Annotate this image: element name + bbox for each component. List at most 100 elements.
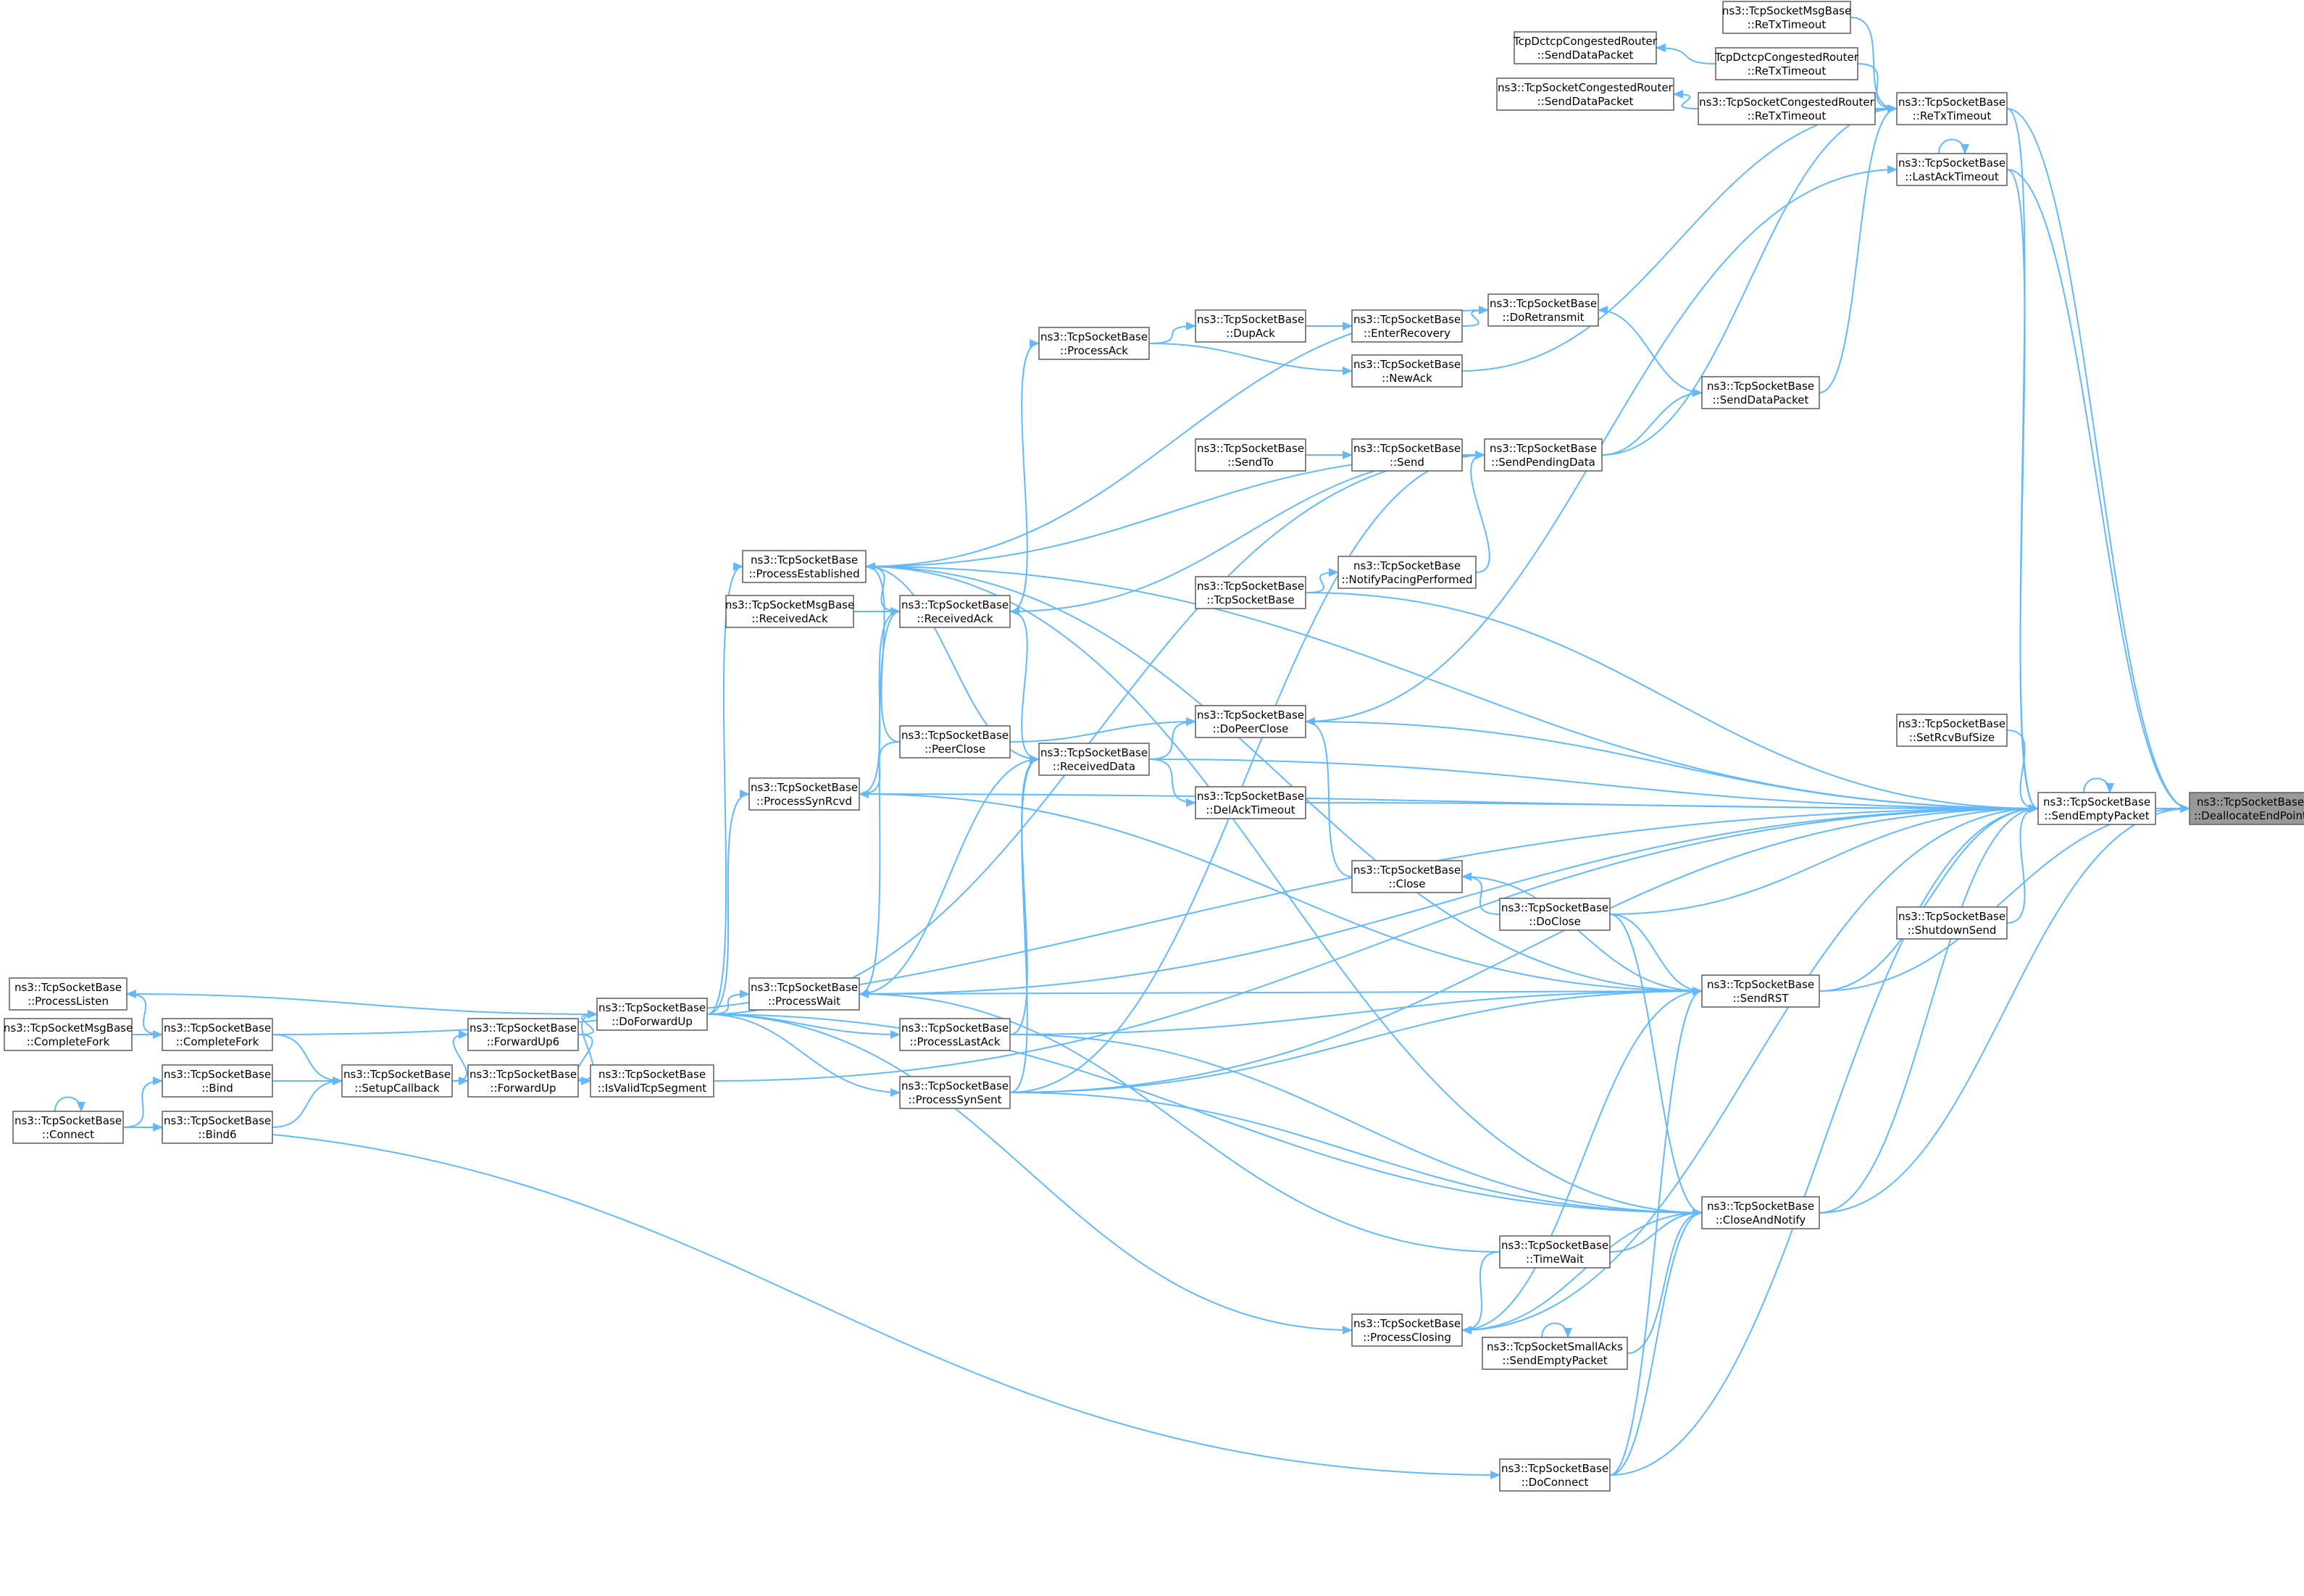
call-edge-doClose-to-close	[1461, 872, 1500, 915]
node-label-line1: ns3::TcpSocketBase	[1490, 442, 1597, 455]
node-box	[899, 1018, 1011, 1051]
call-edge-doConnect-to-closeNotify	[1609, 1208, 1703, 1476]
node-connect[interactable]: ns3::TcpSocketBase::Connect	[12, 1111, 124, 1144]
call-edge-procEst-to-sendRST	[865, 566, 1703, 995]
node-doRetx[interactable]: ns3::TcpSocketBase::DoRetransmit	[1487, 293, 1599, 327]
node-msgRetx[interactable]: ns3::TcpSocketMsgBase::ReTxTimeout	[1722, 1, 1851, 34]
node-fwdUp6[interactable]: ns3::TcpSocketBase::ForwardUp6	[467, 1018, 579, 1051]
node-box	[1351, 1313, 1463, 1347]
node-send[interactable]: ns3::TcpSocketBase::Send	[1351, 438, 1463, 472]
node-doClose[interactable]: ns3::TcpSocketBase::DoClose	[1499, 898, 1611, 931]
node-procListen[interactable]: ns3::TcpSocketBase::ProcessListen	[9, 977, 128, 1011]
node-label-line2: ::ReceivedData	[1053, 760, 1135, 773]
node-bind6[interactable]: ns3::TcpSocketBase::Bind6	[162, 1111, 273, 1144]
node-box	[2189, 792, 2304, 825]
node-shutdown[interactable]: ns3::TcpSocketBase::ShutdownSend	[1896, 906, 2008, 940]
node-label-line2: ::DupAck	[1226, 327, 1275, 340]
node-closeNotify[interactable]: ns3::TcpSocketBase::CloseAndNotify	[1701, 1196, 1820, 1229]
node-enterRec[interactable]: ns3::TcpSocketBase::EnterRecovery	[1351, 309, 1463, 343]
call-edge-procClosing-to-sendEmpty	[1461, 804, 2039, 1331]
node-label-line2: ::SendEmptyPacket	[2044, 809, 2149, 822]
node-box	[1896, 92, 2008, 125]
node-procAck[interactable]: ns3::TcpSocketBase::ProcessAck	[1038, 327, 1150, 360]
node-label-line2: ::ForwardUp6	[487, 1035, 559, 1048]
node-sendEmpty[interactable]: ns3::TcpSocketBase::SendEmptyPacket	[2037, 792, 2156, 825]
node-label-line1: ns3::TcpSocketBase	[1040, 330, 1148, 343]
node-msgRecvAck[interactable]: ns3::TcpSocketMsgBase::ReceivedAck	[725, 595, 854, 628]
node-procSynSent[interactable]: ns3::TcpSocketBase::ProcessSynSent	[899, 1076, 1011, 1109]
node-fwdUp[interactable]: ns3::TcpSocketBase::ForwardUp	[467, 1064, 579, 1098]
node-delAck[interactable]: ns3::TcpSocketBase::DelAckTimeout	[1195, 786, 1306, 819]
call-edge-isValid-to-sendEmpty	[713, 804, 2039, 1082]
node-label-line2: ::DoConnect	[1522, 1476, 1589, 1489]
node-box	[1487, 293, 1599, 327]
node-label-line1: ns3::TcpSocketBase	[1197, 790, 1304, 803]
node-notifyPacing[interactable]: ns3::TcpSocketBase::NotifyPacingPerforme…	[1337, 556, 1477, 589]
node-peerClose[interactable]: ns3::TcpSocketBase::PeerClose	[899, 725, 1011, 759]
node-lastAck[interactable]: ns3::TcpSocketBase::LastAckTimeout	[1896, 153, 2008, 186]
call-edge-completeFork-to-setupCb	[272, 1034, 343, 1085]
node-smallAcks[interactable]: ns3::TcpSocketSmallAcks::SendEmptyPacket	[1482, 1337, 1628, 1370]
node-procEst[interactable]: ns3::TcpSocketBase::ProcessEstablished	[742, 550, 867, 583]
node-sendTo[interactable]: ns3::TcpSocketBase::SendTo	[1195, 438, 1306, 472]
call-edge-fwdUp6-to-doFwdUp	[577, 1010, 598, 1035]
node-label-line2: ::DeallocateEndPoint	[2194, 809, 2304, 822]
node-setupCb[interactable]: ns3::TcpSocketBase::SetupCallback	[341, 1064, 453, 1098]
node-dealloc[interactable]: ns3::TcpSocketBase::DeallocateEndPoint	[2189, 792, 2304, 825]
node-label-line1: ns3::TcpSocketBase	[751, 553, 858, 567]
node-close[interactable]: ns3::TcpSocketBase::Close	[1351, 860, 1463, 893]
node-timeWait[interactable]: ns3::TcpSocketBase::TimeWait	[1499, 1235, 1611, 1269]
node-label-line2: ::CompleteFork	[176, 1035, 259, 1048]
node-label-line1: ns3::TcpSocketCongestedRouter	[1498, 81, 1673, 94]
node-setRcv[interactable]: ns3::TcpSocketBase::SetRcvBufSize	[1896, 714, 2008, 747]
node-doFwdUp[interactable]: ns3::TcpSocketBase::DoForwardUp	[596, 998, 708, 1031]
call-edge-doClose-to-sendRST	[1609, 914, 1703, 995]
node-sendData[interactable]: ns3::TcpSocketBase::SendDataPacket	[1701, 376, 1820, 409]
node-msgFork[interactable]: ns3::TcpSocketMsgBase::CompleteFork	[4, 1018, 133, 1051]
node-retx[interactable]: ns3::TcpSocketBase::ReTxTimeout	[1896, 92, 2008, 125]
call-edge-procWait-to-sendEmpty	[859, 804, 2039, 995]
node-label-line1: ns3::TcpSocketBase	[901, 1021, 1009, 1035]
call-edge-bind6-to-setupCb	[272, 1077, 343, 1128]
node-procSynRcvd[interactable]: ns3::TcpSocketBase::ProcessSynRcvd	[748, 777, 860, 811]
node-label-line1: ns3::TcpSocketBase	[1490, 297, 1597, 310]
node-congSend[interactable]: ns3::TcpSocketCongestedRouter::SendDataP…	[1496, 78, 1674, 111]
node-ctor[interactable]: ns3::TcpSocketBase::TcpSocketBase	[1195, 576, 1306, 609]
node-label-line1: ns3::TcpSocketBase	[469, 1068, 577, 1081]
node-recvData[interactable]: ns3::TcpSocketBase::ReceivedData	[1038, 743, 1150, 776]
node-label-line1: ns3::TcpSocketBase	[1501, 1239, 1608, 1252]
call-edge-close-to-sendRST	[1461, 876, 1703, 995]
node-box	[1514, 31, 1657, 64]
call-edge-completeFork-to-procListen	[126, 990, 163, 1035]
node-label-line1: ns3::TcpSocketBase	[2043, 795, 2150, 809]
node-doConnect[interactable]: ns3::TcpSocketBase::DoConnect	[1499, 1458, 1611, 1492]
node-procLastAck[interactable]: ns3::TcpSocketBase::ProcessLastAck	[899, 1018, 1011, 1051]
node-recvAck[interactable]: ns3::TcpSocketBase::ReceivedAck	[899, 595, 1011, 628]
node-label-line2: ::SendTo	[1227, 456, 1274, 469]
call-edge-procClosing-to-closeNotify	[1461, 1208, 1703, 1331]
node-box	[162, 1111, 273, 1144]
node-dctcpRetx[interactable]: TcpDctcpCongestedRouter::ReTxTimeout	[1714, 47, 1859, 80]
node-sendRST[interactable]: ns3::TcpSocketBase::SendRST	[1701, 974, 1820, 1008]
node-label-line2: ::SendDataPacket	[1537, 49, 1634, 62]
node-dupAck[interactable]: ns3::TcpSocketBase::DupAck	[1195, 309, 1306, 343]
node-sendPending[interactable]: ns3::TcpSocketBase::SendPendingData	[1484, 438, 1603, 472]
node-isValid[interactable]: ns3::TcpSocketBase::IsValidTcpSegment	[590, 1064, 714, 1098]
node-box	[725, 595, 854, 628]
node-congRetx[interactable]: ns3::TcpSocketCongestedRouter::ReTxTimeo…	[1698, 92, 1876, 125]
node-label-line2: ::DoPeerClose	[1213, 722, 1289, 735]
node-bind[interactable]: ns3::TcpSocketBase::Bind	[162, 1064, 273, 1098]
node-label-line2: ::EnterRecovery	[1364, 327, 1451, 340]
node-newAck[interactable]: ns3::TcpSocketBase::NewAck	[1351, 354, 1463, 388]
edge-layer	[54, 17, 2190, 1479]
node-procClosing[interactable]: ns3::TcpSocketBase::ProcessClosing	[1351, 1313, 1463, 1347]
call-edge-sendData-to-retx	[1819, 104, 1898, 393]
call-edge-lastAck-to-lastAck	[1938, 138, 1969, 154]
node-label-line1: ns3::TcpSocketBase	[901, 1079, 1009, 1092]
call-edge-procSynSent-to-closeNotify	[1009, 1092, 1703, 1217]
node-dctcpSend[interactable]: TcpDctcpCongestedRouter::SendDataPacket	[1513, 31, 1658, 64]
call-edge-retx-to-sendEmpty	[2006, 108, 2039, 813]
node-doPeerClose[interactable]: ns3::TcpSocketBase::DoPeerClose	[1195, 705, 1306, 738]
node-completeFork[interactable]: ns3::TcpSocketBase::CompleteFork	[162, 1018, 273, 1051]
node-procWait[interactable]: ns3::TcpSocketBase::ProcessWait	[748, 977, 860, 1011]
